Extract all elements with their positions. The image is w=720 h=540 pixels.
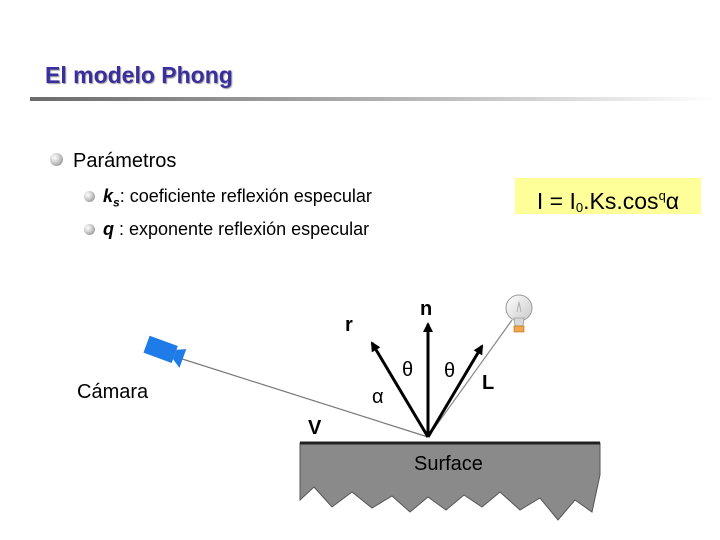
formula-middle: .Ks.cos: [583, 188, 659, 214]
formula-lhs: I = I: [536, 188, 576, 214]
params-heading: Parámetros: [73, 150, 177, 172]
view-line: [175, 356, 429, 438]
bullet-icon: [50, 153, 63, 166]
formula-alpha: α: [665, 188, 680, 214]
lightbulb-icon: [505, 294, 533, 333]
param-q-symbol: q: [103, 219, 114, 239]
param-ks-subscript: s: [113, 195, 120, 210]
light-line: [427, 319, 513, 438]
n-label: n: [420, 298, 432, 320]
param-q-line: q : exponente reflexión especular: [103, 219, 369, 240]
param-ks-symbol: k: [103, 186, 114, 206]
theta-right: θ: [444, 360, 455, 382]
formula-superscript: q: [658, 188, 666, 203]
v-label: V: [308, 417, 322, 439]
surface-shape: [299, 442, 601, 521]
param-ks-line: ks: coeficiente reflexión especular: [103, 186, 372, 210]
alpha-label: α: [372, 386, 384, 408]
l-label: L: [482, 372, 494, 394]
phong-formula: I = I0.Ks.cosqα: [515, 178, 701, 215]
r-label: r: [345, 314, 353, 336]
bullet-icon: [84, 224, 95, 235]
surface-label: Surface: [414, 453, 483, 475]
bullet-icon: [84, 191, 95, 202]
title-divider: [30, 97, 718, 101]
param-ks-text: : coeficiente reflexión especular: [119, 186, 372, 206]
theta-left: θ: [402, 359, 413, 381]
formula-subscript: 0: [575, 200, 584, 215]
slide-title: El modelo Phong: [45, 62, 233, 88]
light-arrow: [426, 344, 484, 438]
param-q-text: : exponente reflexión especular: [114, 219, 370, 239]
reflection-arrow: [370, 341, 430, 438]
camera-label: Cámara: [77, 381, 149, 403]
camera-icon: [143, 335, 187, 368]
